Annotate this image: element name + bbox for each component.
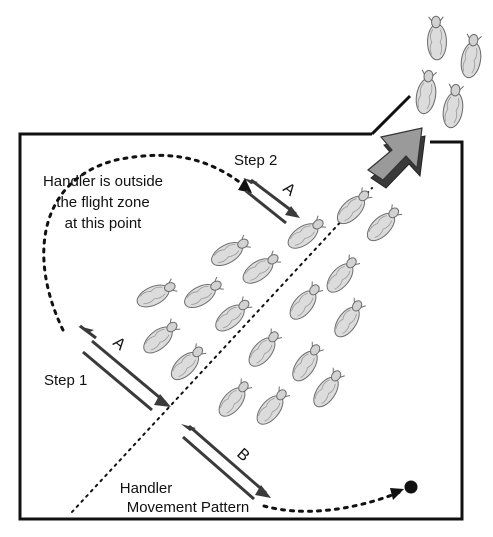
- sheep-icon: [210, 294, 256, 337]
- sheep-icon: [238, 249, 284, 289]
- sheep-icon: [283, 214, 329, 254]
- pen-boundary: [18, 132, 464, 521]
- sheep-icon: [251, 384, 294, 430]
- sheep-icon: [287, 340, 327, 386]
- pattern-label-line1: Handler: [120, 480, 173, 497]
- pattern-label-line2: Movement Pattern: [127, 499, 250, 516]
- handler-path-lower: [262, 490, 402, 513]
- step2-label: Step 2: [234, 152, 277, 169]
- handler-outside-label-line3: at this point: [65, 215, 143, 232]
- sheep-icon: [138, 316, 184, 359]
- sheep-icon: [329, 296, 369, 342]
- step-b-letter: B: [233, 445, 252, 465]
- step2-arrows: [243, 178, 300, 225]
- sheep-icon: [321, 252, 364, 298]
- sheep-icon: [166, 341, 210, 385]
- sheep-icon: [413, 68, 441, 116]
- step1-letter-a: A: [109, 334, 128, 354]
- exit-arrow-icon: [366, 127, 426, 189]
- sheep-icon: [458, 32, 486, 80]
- handler-dot-icon: [404, 480, 418, 494]
- sheep-icon: [284, 279, 327, 325]
- pen-opening-left-edge: [370, 94, 412, 136]
- handler-path-upper-arrowhead: [238, 178, 252, 193]
- sheep-flock: [133, 185, 406, 430]
- sheep-outside-group: [413, 15, 486, 130]
- sheep-icon: [213, 376, 256, 422]
- handler-outside-label-line1: Handler is outside: [43, 173, 163, 190]
- handler-path-upper: [42, 153, 248, 332]
- sheep-icon: [362, 202, 406, 246]
- step1-label: Step 1: [44, 372, 87, 389]
- sheep-icon: [332, 185, 376, 229]
- step1-arrows: [78, 324, 171, 412]
- sheep-icon: [180, 275, 227, 313]
- handler-path-lower-arrowhead: [390, 488, 404, 500]
- sheep-icon: [207, 233, 254, 271]
- step-b-arrows: [181, 424, 271, 501]
- step2-letter-a: A: [280, 180, 299, 200]
- sheep-icon: [308, 366, 348, 412]
- sheep-icon: [133, 276, 180, 312]
- handler-outside-label-line2: the flight zone: [56, 194, 149, 211]
- sheep-icon: [427, 15, 447, 61]
- sheep-icon: [440, 82, 468, 130]
- sheep-icon: [243, 326, 286, 372]
